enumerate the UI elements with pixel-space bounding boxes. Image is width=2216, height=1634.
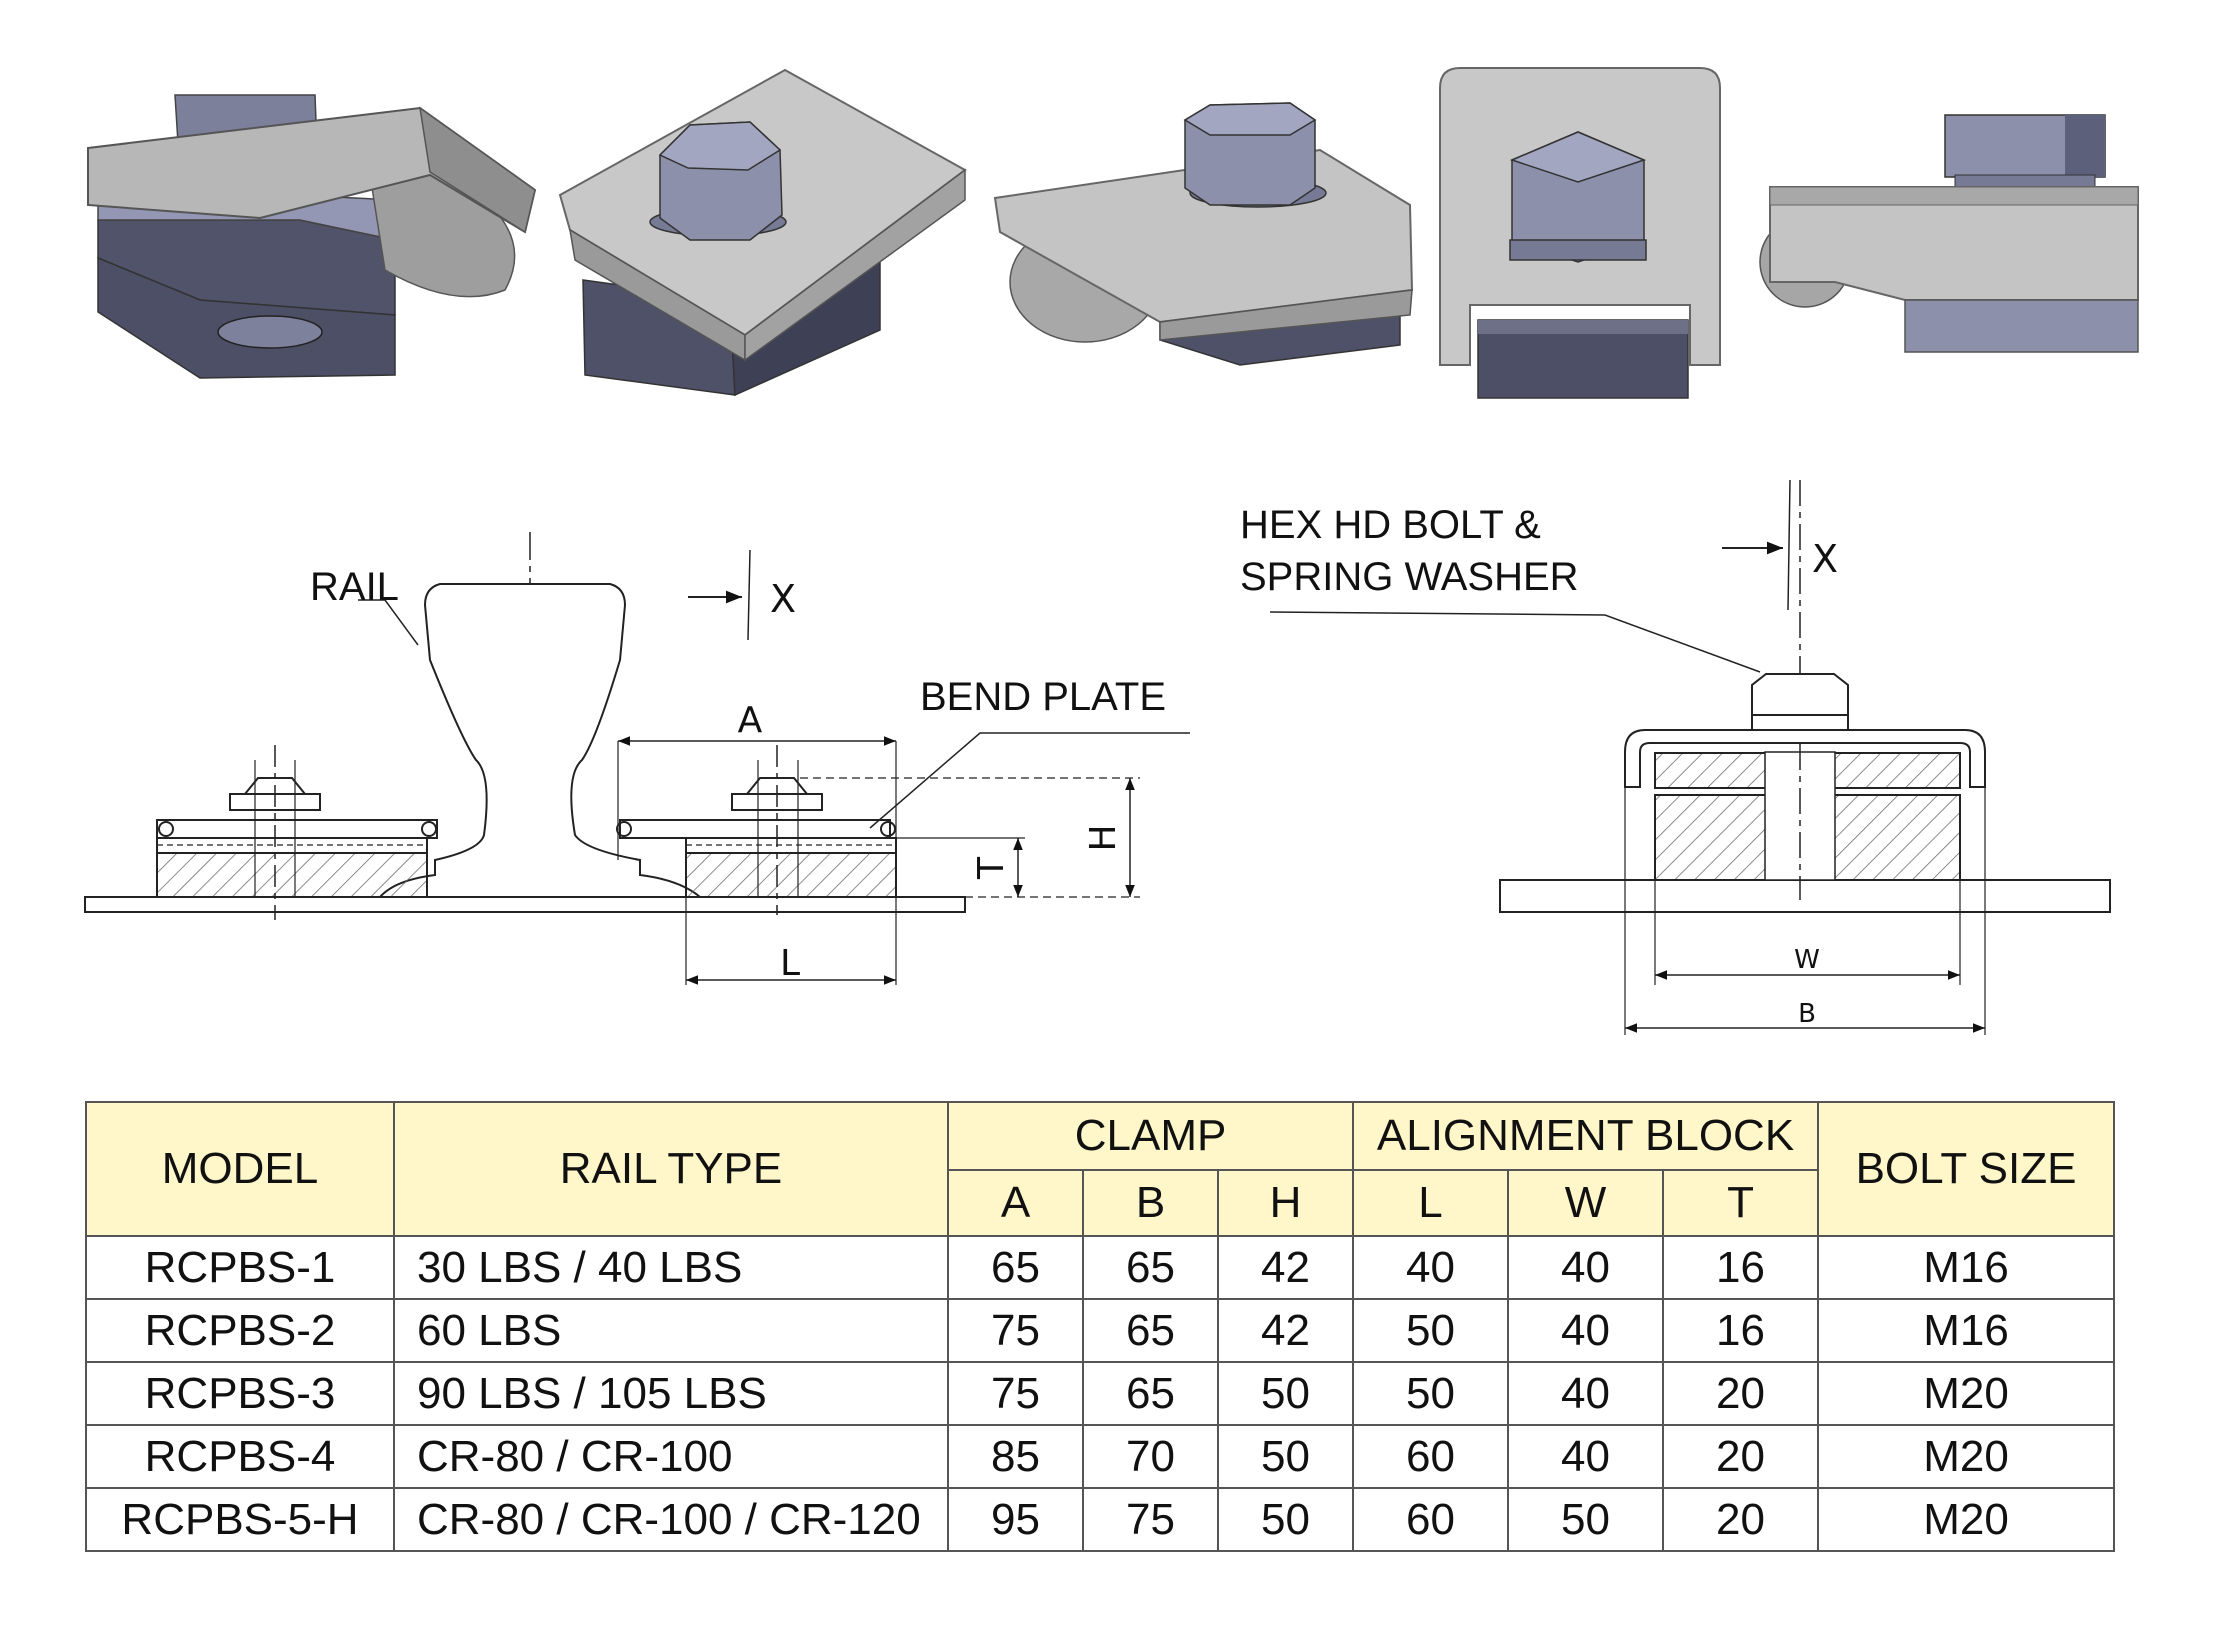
block-l-cell: 60 — [1352, 1487, 1510, 1552]
rail-type-cell: 30 LBS / 40 LBS — [393, 1235, 949, 1300]
clamp-3d-view-4 — [1439, 67, 1721, 399]
clamp-b-cell: 65 — [1082, 1298, 1219, 1363]
subheader-w: W — [1507, 1169, 1665, 1237]
clamp-3d-view-2 — [558, 68, 967, 397]
block-t-cell: 20 — [1662, 1361, 1820, 1426]
bolt-size-cell: M16 — [1817, 1235, 2116, 1300]
block-t-cell: 16 — [1662, 1298, 1820, 1363]
spec-table: MODEL RAIL TYPE CLAMP ALIGNMENT BLOCK BO… — [85, 1101, 2116, 1552]
block-l-cell: 50 — [1352, 1361, 1510, 1426]
rail-type-cell: 90 LBS / 105 LBS — [393, 1361, 949, 1426]
rail-label: RAIL — [310, 565, 399, 609]
subheader-a: A — [947, 1169, 1084, 1237]
clamp-b-cell: 65 — [1082, 1235, 1219, 1300]
rail-type-cell: CR-80 / CR-100 — [393, 1424, 949, 1489]
rail-type-header: RAIL TYPE — [393, 1101, 949, 1237]
bolt-size-cell: M20 — [1817, 1424, 2116, 1489]
clamp-a-cell: 75 — [947, 1298, 1084, 1363]
model-cell: RCPBS-4 — [85, 1424, 395, 1489]
dimension-w-label: W — [1794, 945, 1820, 975]
model-header: MODEL — [85, 1101, 395, 1237]
subheader-h: H — [1216, 1169, 1355, 1237]
dimension-h-label: H — [1083, 824, 1124, 851]
clamp-a-cell: 85 — [947, 1424, 1084, 1489]
clamp-h-cell: 42 — [1216, 1298, 1355, 1363]
block-t-cell: 20 — [1662, 1487, 1820, 1552]
clamp-a-cell: 65 — [947, 1235, 1084, 1300]
rail-type-cell: CR-80 / CR-100 / CR-120 — [393, 1487, 949, 1552]
bolt-size-cell: M16 — [1817, 1298, 2116, 1363]
clamp-h-cell: 42 — [1216, 1235, 1355, 1300]
dimension-b-label: B — [1798, 999, 1816, 1029]
model-cell: RCPBS-5-H — [85, 1487, 395, 1552]
bolt-size-cell: M20 — [1817, 1361, 2116, 1426]
clamp-a-cell: 75 — [947, 1361, 1084, 1426]
clamp-b-cell: 75 — [1082, 1487, 1219, 1552]
rail-type-cell: 60 LBS — [393, 1298, 949, 1363]
bend-plate-label: BEND PLATE — [920, 675, 1166, 719]
block-w-cell: 40 — [1507, 1361, 1665, 1426]
clamp-3d-view-1 — [87, 94, 537, 379]
bolt-size-header: BOLT SIZE — [1817, 1101, 2116, 1237]
table-header-row: MODEL RAIL TYPE CLAMP ALIGNMENT BLOCK BO… — [85, 1101, 2116, 1237]
model-cell: RCPBS-2 — [85, 1298, 395, 1363]
model-cell: RCPBS-3 — [85, 1361, 395, 1426]
block-w-cell: 50 — [1507, 1487, 1665, 1552]
front-view-labels: HEX HD BOLT & SPRING WASHER X W B — [1240, 503, 1838, 1029]
block-l-cell: 60 — [1352, 1424, 1510, 1489]
block-w-cell: 40 — [1507, 1298, 1665, 1363]
side-section-view — [84, 532, 1190, 985]
clamp-3d-view-3 — [993, 102, 1414, 366]
block-l-cell: 40 — [1352, 1235, 1510, 1300]
bolt-washer-label-line1: HEX HD BOLT & — [1240, 503, 1541, 547]
table-subheader-row: A B H L W T — [86, 1169, 2114, 1237]
side-view-labels: RAIL BEND PLATE X A L H T — [310, 565, 1166, 984]
block-w-cell: 40 — [1507, 1235, 1665, 1300]
model-cell: RCPBS-1 — [85, 1235, 395, 1300]
x-marker-left-label: X — [770, 577, 796, 621]
bolt-washer-label-line2: SPRING WASHER — [1240, 555, 1579, 599]
dimension-t-label: T — [971, 856, 1012, 880]
clamp-h-cell: 50 — [1216, 1487, 1355, 1552]
block-l-cell: 50 — [1352, 1298, 1510, 1363]
block-t-cell: 20 — [1662, 1424, 1820, 1489]
front-section-view — [1269, 479, 2111, 1035]
subheader-t: T — [1662, 1169, 1820, 1237]
x-marker-right-label: X — [1812, 537, 1838, 581]
dimension-a-label: A — [738, 700, 763, 741]
subheader-l: L — [1352, 1169, 1510, 1237]
bolt-size-cell: M20 — [1817, 1487, 2116, 1552]
clamp-h-cell: 50 — [1216, 1424, 1355, 1489]
clamp-b-cell: 70 — [1082, 1424, 1219, 1489]
clamp-a-cell: 95 — [947, 1487, 1084, 1552]
clamp-header: CLAMP — [946, 1101, 1355, 1171]
alignment-block-header: ALIGNMENT BLOCK — [1352, 1101, 1820, 1171]
block-t-cell: 16 — [1662, 1235, 1820, 1300]
subheader-b: B — [1082, 1169, 1219, 1237]
clamp-h-cell: 50 — [1216, 1361, 1355, 1426]
clamp-3d-view-5 — [1759, 114, 2139, 353]
clamp-b-cell: 65 — [1082, 1361, 1219, 1426]
block-w-cell: 40 — [1507, 1424, 1665, 1489]
dimension-l-label: L — [780, 943, 800, 984]
